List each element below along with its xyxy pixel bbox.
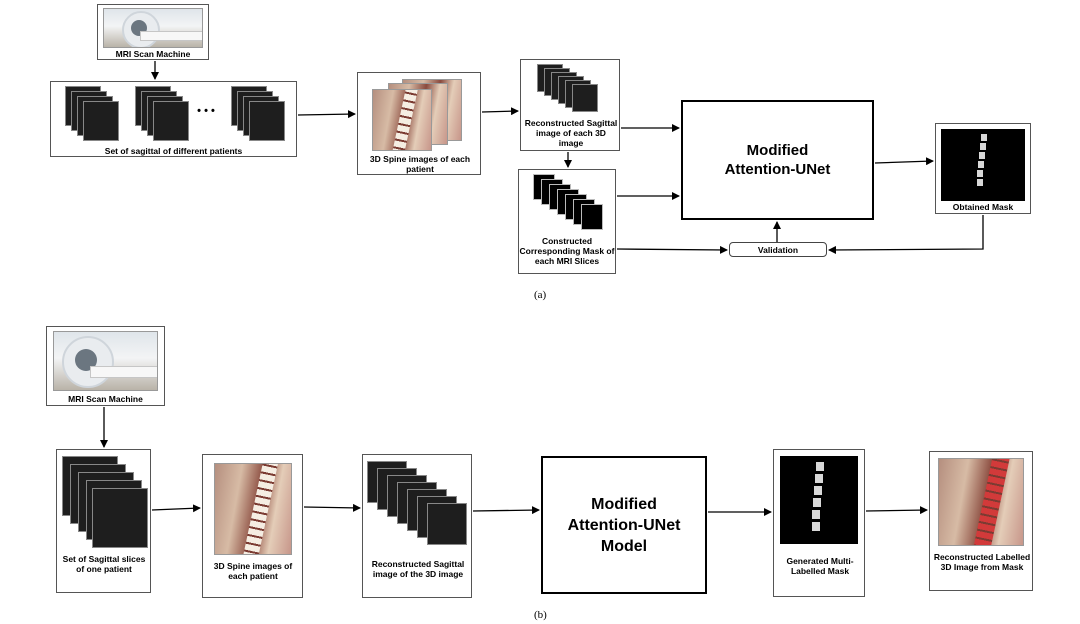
- ellipsis: • • •: [197, 105, 215, 117]
- mri-label: MRI Scan Machine: [68, 394, 143, 404]
- labelled-3d-box: Reconstructed Labelled 3D Image from Mas…: [929, 451, 1033, 591]
- model-title-line1: Modified: [746, 142, 809, 159]
- reconstructed-sagittal-box-b: Reconstructed Sagittal image of the 3D i…: [362, 454, 472, 598]
- sagittal-set-box: • • • Set of sagittal of different patie…: [50, 81, 297, 157]
- arrow-3d-to-reconstructed-b: [303, 503, 361, 512]
- generated-mask-box: Generated Multi-Labelled Mask: [773, 449, 865, 597]
- labelled-3d-label: Reconstructed Labelled 3D Image from Mas…: [933, 552, 1031, 572]
- obtained-mask-box: Obtained Mask: [935, 123, 1031, 214]
- validation-box: Validation: [729, 242, 827, 257]
- sagittal-set-label: Set of sagittal of different patients: [104, 146, 243, 156]
- arrow-mask-to-labelled-b: [865, 506, 928, 515]
- spine-3d-image: [214, 463, 292, 555]
- mri-label: MRI Scan Machine: [115, 49, 191, 59]
- model-b-line2: Attention-UNet: [567, 516, 681, 534]
- spine-3d-label: 3D Spine images of each patient: [369, 154, 471, 174]
- model-b-line1: Modified: [591, 495, 657, 513]
- model-title-line2: Attention-UNet: [724, 161, 831, 178]
- reconstructed-sagittal-box-a: Reconstructed Sagittal image of each 3D …: [520, 59, 620, 151]
- model-box-b: Modified Attention-UNet Model: [541, 456, 707, 594]
- sagittal-slices-box-b: Set of Sagittal slices of one patient: [56, 449, 151, 593]
- constructed-mask-box: Constructed Corresponding Mask of each M…: [518, 169, 616, 274]
- arrow-mask-to-validation: [616, 245, 728, 254]
- arrow-model-to-obtained: [874, 157, 934, 166]
- model-b-line3: Model: [600, 537, 648, 555]
- reconstructed-label-b: Reconstructed Sagittal image of the 3D i…: [371, 559, 465, 579]
- constructed-mask-label: Constructed Corresponding Mask of each M…: [519, 236, 615, 266]
- arrow-sagittal-to-3d: [297, 110, 356, 119]
- obtained-mask-label: Obtained Mask: [952, 202, 1014, 212]
- mri-scan-machine-a: MRI Scan Machine: [97, 4, 209, 60]
- spine-3d-image: [372, 89, 432, 151]
- arrow-obtained-to-validation: [828, 215, 984, 254]
- caption-a: (a): [534, 289, 547, 301]
- generated-mask-label: Generated Multi-Labelled Mask: [786, 556, 854, 576]
- reconstructed-label: Reconstructed Sagittal image of each 3D …: [524, 118, 618, 148]
- labelled-3d-image: [938, 458, 1024, 546]
- spine-3d-box-b: 3D Spine images of each patient: [202, 454, 303, 598]
- spine-3d-box-a: 3D Spine images of each patient: [357, 72, 481, 175]
- arrow-sagittal-to-3d-b: [151, 504, 201, 513]
- arrow-reconstructed-to-model-b: [472, 506, 540, 515]
- mri-machine-image: [53, 331, 158, 391]
- spine-3d-label-b: 3D Spine images of each patient: [213, 561, 293, 581]
- caption-b: (b): [534, 609, 547, 621]
- arrow-3d-to-reconstructed: [481, 107, 519, 116]
- sagittal-slices-label: Set of Sagittal slices of one patient: [62, 554, 146, 574]
- model-box-a: Modified Attention-UNet: [681, 100, 874, 220]
- generated-mask-image: [780, 456, 858, 544]
- obtained-mask-image: [941, 129, 1025, 201]
- mri-scan-machine-b: MRI Scan Machine: [46, 326, 165, 406]
- mri-machine-image: [103, 8, 203, 48]
